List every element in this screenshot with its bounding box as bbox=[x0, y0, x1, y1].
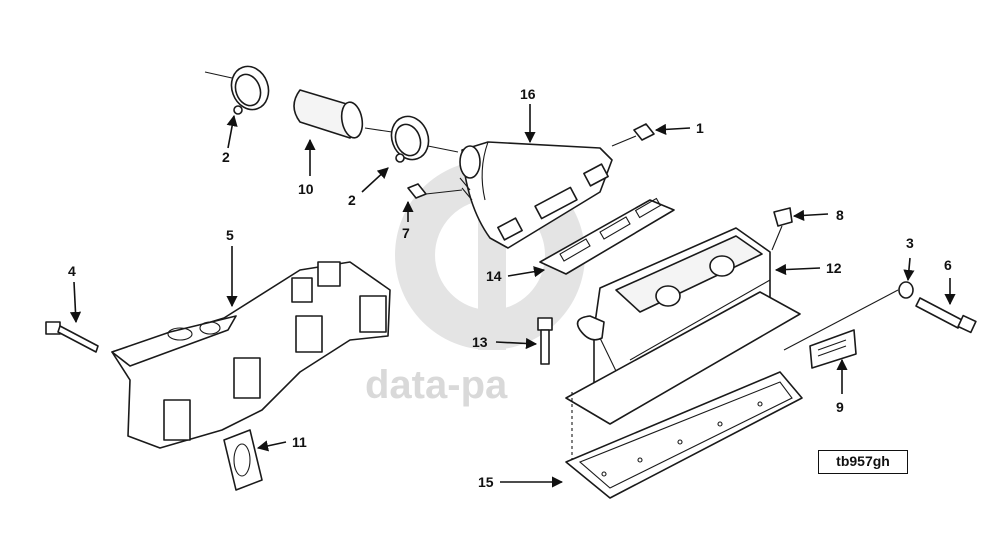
gasket-11 bbox=[223, 429, 263, 491]
callout-7: 7 bbox=[402, 225, 410, 241]
elbow-housing bbox=[459, 141, 613, 249]
bolt-13 bbox=[537, 317, 553, 365]
callout-5: 5 bbox=[226, 227, 234, 243]
gasket-14 bbox=[539, 197, 675, 275]
hose-clamp-left bbox=[204, 65, 270, 115]
bolt-4 bbox=[45, 321, 99, 353]
callout-11: 11 bbox=[292, 434, 307, 450]
callout-labels: 1 2 2 3 4 5 6 7 8 9 10 11 12 13 14 15 16 bbox=[68, 86, 952, 490]
leader-lines bbox=[69, 104, 956, 488]
callout-12: 12 bbox=[826, 260, 842, 276]
callout-3: 3 bbox=[906, 235, 914, 251]
exhaust-manifold bbox=[111, 261, 391, 449]
callout-14: 14 bbox=[486, 268, 502, 284]
mounting-plate bbox=[565, 291, 803, 499]
callout-4: 4 bbox=[68, 263, 76, 279]
aftercooler-housing bbox=[576, 227, 771, 401]
hose-sleeve bbox=[293, 89, 364, 139]
bolt-6 bbox=[915, 297, 977, 334]
callout-2-right: 2 bbox=[348, 192, 356, 208]
callout-15: 15 bbox=[478, 474, 494, 490]
callout-6: 6 bbox=[944, 257, 952, 273]
callout-2-left: 2 bbox=[222, 149, 230, 165]
callout-8: 8 bbox=[836, 207, 844, 223]
plug-7 bbox=[407, 183, 463, 199]
reference-code-label: tb957gh bbox=[818, 450, 908, 474]
callout-16: 16 bbox=[520, 86, 536, 102]
callout-9: 9 bbox=[836, 399, 844, 415]
washer-3 bbox=[783, 281, 914, 351]
callout-1: 1 bbox=[696, 120, 704, 136]
sensor-8 bbox=[771, 207, 793, 251]
hose-clamp-right bbox=[364, 115, 459, 163]
nameplate-9 bbox=[809, 329, 857, 369]
callout-10: 10 bbox=[298, 181, 314, 197]
plug-1 bbox=[611, 123, 655, 147]
watermark-text: data-pa bbox=[365, 363, 508, 407]
callout-13: 13 bbox=[472, 334, 488, 350]
